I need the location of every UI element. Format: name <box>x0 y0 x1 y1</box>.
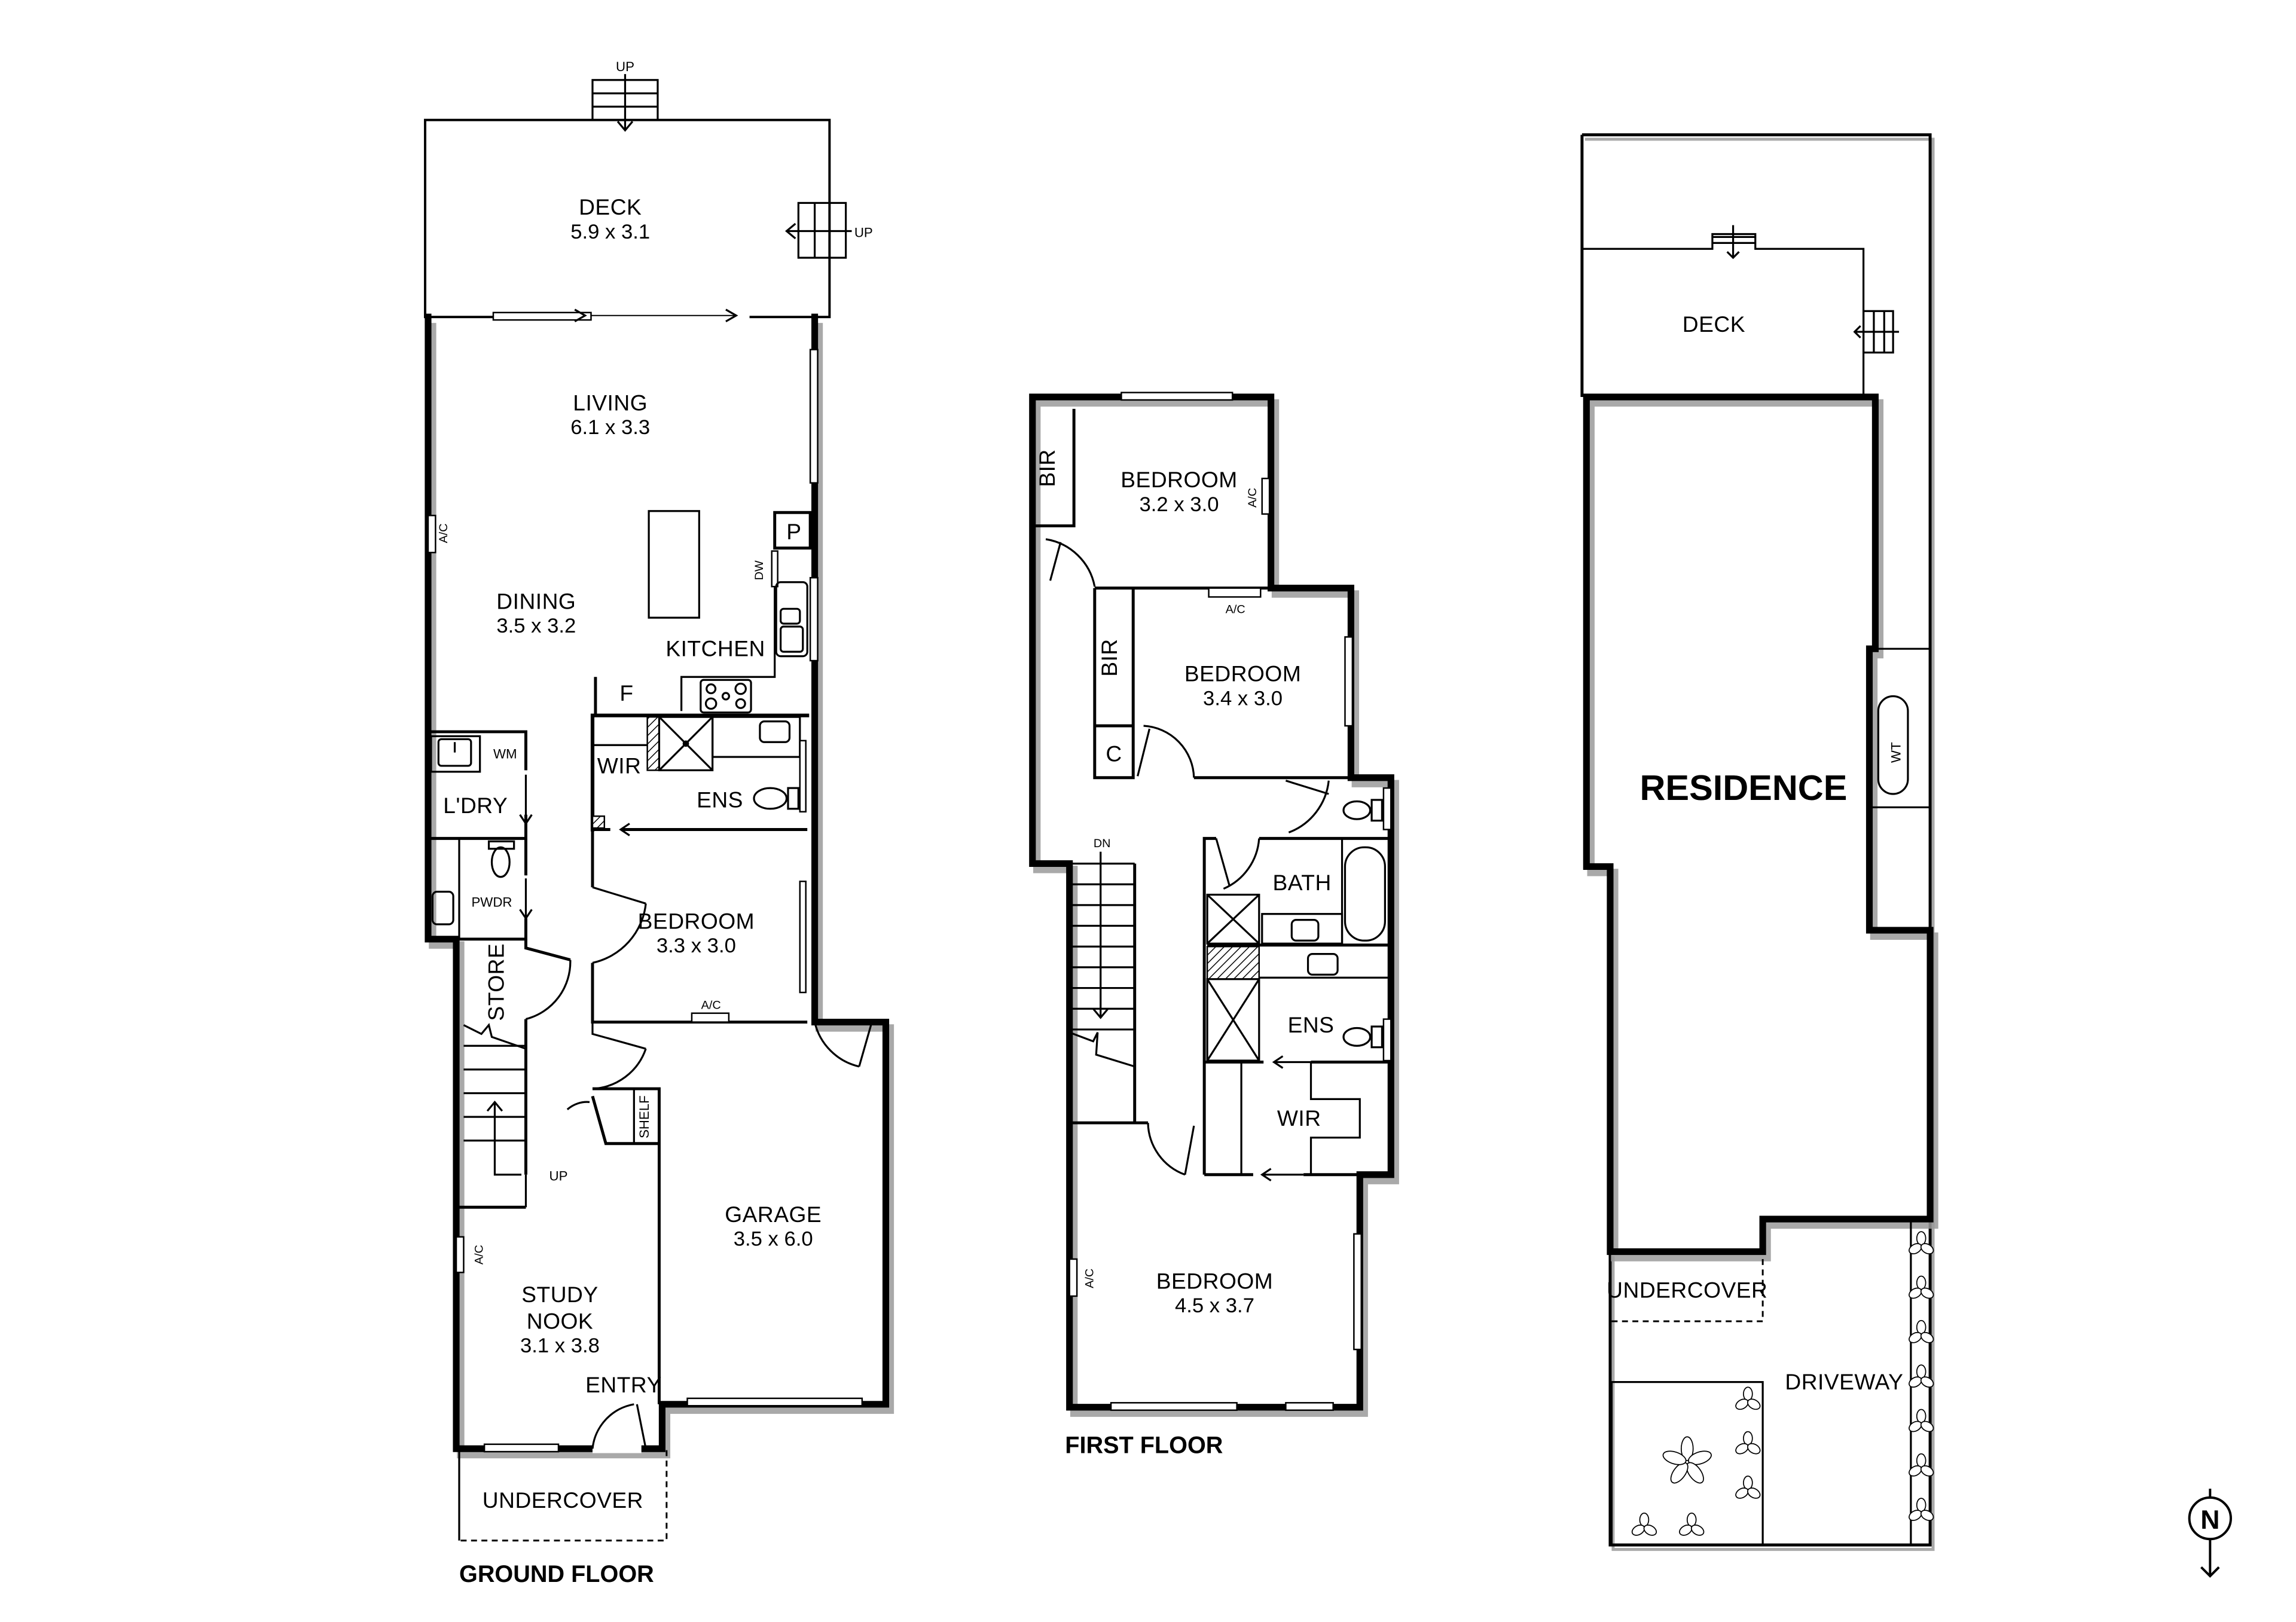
site-plan: DECK RESIDENCE WT UNDERCOVER DRIVEWAY <box>1580 133 1938 1551</box>
ground-stairs <box>456 1023 527 1209</box>
deck-stairs-right <box>784 201 852 259</box>
dining-dims: 3.5 x 3.2 <box>496 615 576 637</box>
bathtub <box>1344 846 1386 942</box>
store-label: STORE <box>483 943 508 1021</box>
water-tank <box>1877 695 1909 795</box>
stairs-up-label: UP <box>549 1169 568 1184</box>
first-floor-stairs <box>1068 851 1148 1125</box>
washing-machine-label: WM <box>493 747 517 762</box>
first-ens-label: ENS <box>1288 1012 1335 1037</box>
ens-toilet <box>753 787 799 810</box>
shelf-label: SHELF <box>637 1095 652 1138</box>
ground-ens-label: ENS <box>697 787 743 812</box>
garage-door <box>686 1397 863 1407</box>
ground-bedroom-dims: 3.3 x 3.0 <box>657 934 736 957</box>
living-dims: 6.1 x 3.3 <box>570 416 650 439</box>
garage-label: GARAGE <box>725 1202 822 1227</box>
site-deck-label: DECK <box>1683 311 1745 337</box>
kitchen-window <box>809 577 819 662</box>
water-tank-label: WT <box>1889 742 1904 763</box>
driveway-label: DRIVEWAY <box>1785 1369 1903 1394</box>
garden-bed <box>1610 1381 1764 1546</box>
bedroom1-dims: 3.2 x 3.0 <box>1140 493 1219 516</box>
ac-unit-dining <box>427 514 436 554</box>
wir-hatch <box>646 716 660 771</box>
bedroom1-label: BEDROOM <box>1120 467 1237 492</box>
fridge-label: F <box>619 680 633 705</box>
bir1-label: BIR <box>1034 449 1060 487</box>
residence-label: RESIDENCE <box>1639 768 1847 808</box>
site-undercover-label: UNDERCOVER <box>1607 1277 1767 1302</box>
cooktop <box>700 679 752 714</box>
first-floor-title: FIRST FLOOR <box>1065 1432 1223 1459</box>
deck-area: UP UP DECK 5.9 x 3.1 <box>424 59 873 319</box>
master-bedroom-dims: 4.5 x 3.7 <box>1175 1294 1254 1317</box>
living-label: LIVING <box>573 390 648 415</box>
ground-floor-title: GROUND FLOOR <box>459 1561 654 1587</box>
first-wir-label: WIR <box>1277 1105 1321 1131</box>
master-bedroom-label: BEDROOM <box>1156 1269 1273 1294</box>
pantry <box>773 511 812 550</box>
pantry-label: P <box>786 519 801 544</box>
ac-master-label: A/C <box>1083 1269 1096 1288</box>
bedroom2-dims: 3.4 x 3.0 <box>1203 687 1283 710</box>
deck-stairs-top <box>591 74 659 132</box>
dining-label: DINING <box>496 588 576 613</box>
bedroom2-label: BEDROOM <box>1184 661 1301 686</box>
first-floor-plan: BIR A/C BEDROOM 3.2 x 3.0 A/C BIR C BEDR… <box>1029 392 1399 1459</box>
study-label-1: STUDY <box>521 1282 598 1307</box>
linen-label: C <box>1106 741 1122 766</box>
ac-bed1-label: A/C <box>1246 488 1259 508</box>
laundry-label: L'DRY <box>443 793 508 818</box>
ground-wir-label: WIR <box>597 753 642 778</box>
ground-floor-plan: UP UP DECK 5.9 x 3.1 A/C <box>424 59 894 1587</box>
ac-dining-label: A/C <box>437 523 450 543</box>
ens-shower <box>658 716 714 771</box>
kitchen-island <box>648 510 700 619</box>
dishwasher-label: DW <box>753 560 766 580</box>
north-arrow-icon: N <box>2188 1489 2232 1578</box>
entry-label: ENTRY <box>585 1372 662 1397</box>
bir2-label: BIR <box>1097 639 1122 676</box>
stairs-dn-label: DN <box>1094 837 1111 850</box>
north-label: N <box>2200 1505 2219 1535</box>
deck-label: DECK <box>579 194 642 219</box>
tree-icon <box>1662 1436 1712 1484</box>
deck-dims: 5.9 x 3.1 <box>570 221 650 243</box>
bath-label: BATH <box>1272 870 1331 895</box>
kitchen-sink <box>775 581 808 658</box>
living-window <box>809 349 819 484</box>
ac-study-label: A/C <box>473 1245 486 1264</box>
kitchen-label: KITCHEN <box>665 636 765 661</box>
ground-undercover-label: UNDERCOVER <box>483 1487 643 1513</box>
study-dims: 3.1 x 3.8 <box>520 1334 600 1357</box>
ac-bedroom-label: A/C <box>701 998 721 1012</box>
garage-dims: 3.5 x 6.0 <box>734 1228 813 1251</box>
ac-bed2-label: A/C <box>1226 603 1245 616</box>
study-window <box>483 1443 560 1453</box>
deck-up-label: UP <box>616 59 634 74</box>
ground-bedroom-label: BEDROOM <box>638 908 755 933</box>
powder-label: PWDR <box>471 894 512 909</box>
deck-up-right-label: UP <box>854 225 873 240</box>
study-label-2: NOOK <box>527 1308 593 1333</box>
